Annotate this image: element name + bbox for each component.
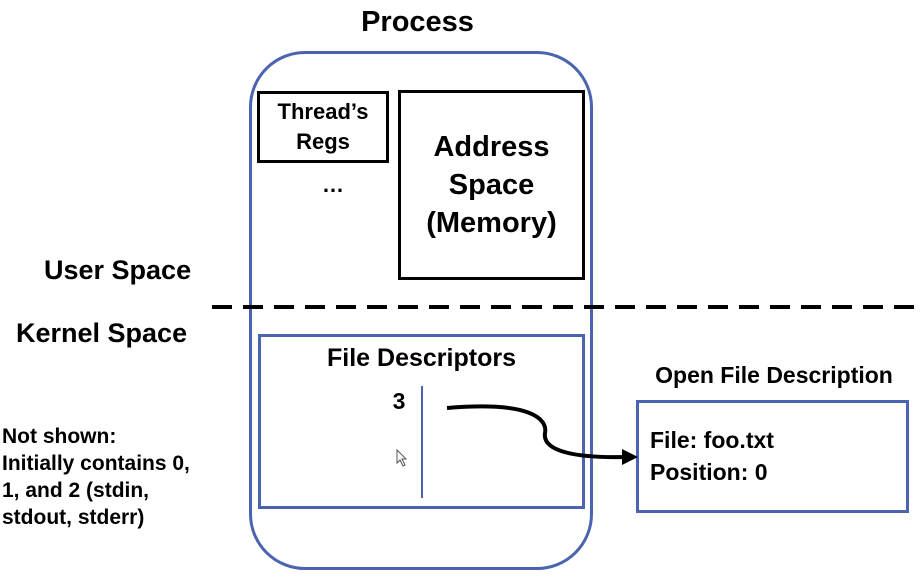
address-space-line3: (Memory) <box>426 207 557 239</box>
file-descriptors-box <box>258 334 585 509</box>
note-line4: stdout, stderr) <box>2 506 145 529</box>
note-line1: Not shown: <box>2 425 117 448</box>
kernel-space-label: Kernel Space <box>16 318 188 348</box>
file-descriptors-title: File Descriptors <box>327 344 516 372</box>
file-descriptor-entry: 3 <box>392 388 406 414</box>
thread-regs-box: Thread’s Regs <box>257 91 389 163</box>
address-space-line2: Space <box>448 169 535 201</box>
thread-ellipsis: … <box>322 172 344 197</box>
thread-regs-label-line2: Regs <box>296 129 350 154</box>
address-space-line1: Address <box>433 131 550 163</box>
note-line3: 1, and 2 (stdin, <box>2 479 150 502</box>
process-title: Process <box>361 6 474 38</box>
note-text: Not shown: Initially contains 0, 1, and … <box>2 423 247 531</box>
thread-regs-label-line1: Thread’s <box>277 99 369 124</box>
fd-pointer-arrowhead <box>622 449 638 465</box>
note-line2: Initially contains 0, <box>2 452 190 475</box>
open-file-position: Position: 0 <box>650 459 768 485</box>
user-space-label: User Space <box>44 255 192 285</box>
cursor-icon <box>396 448 408 467</box>
file-descriptors-divider <box>421 386 423 498</box>
open-file-description-title: Open File Description <box>655 362 893 388</box>
address-space-box: Address Space (Memory) <box>398 90 585 280</box>
open-file-name: File: foo.txt <box>650 427 774 453</box>
open-file-description-box <box>636 400 909 513</box>
fd-pointer-arrow <box>446 404 625 460</box>
process-box <box>249 51 593 570</box>
